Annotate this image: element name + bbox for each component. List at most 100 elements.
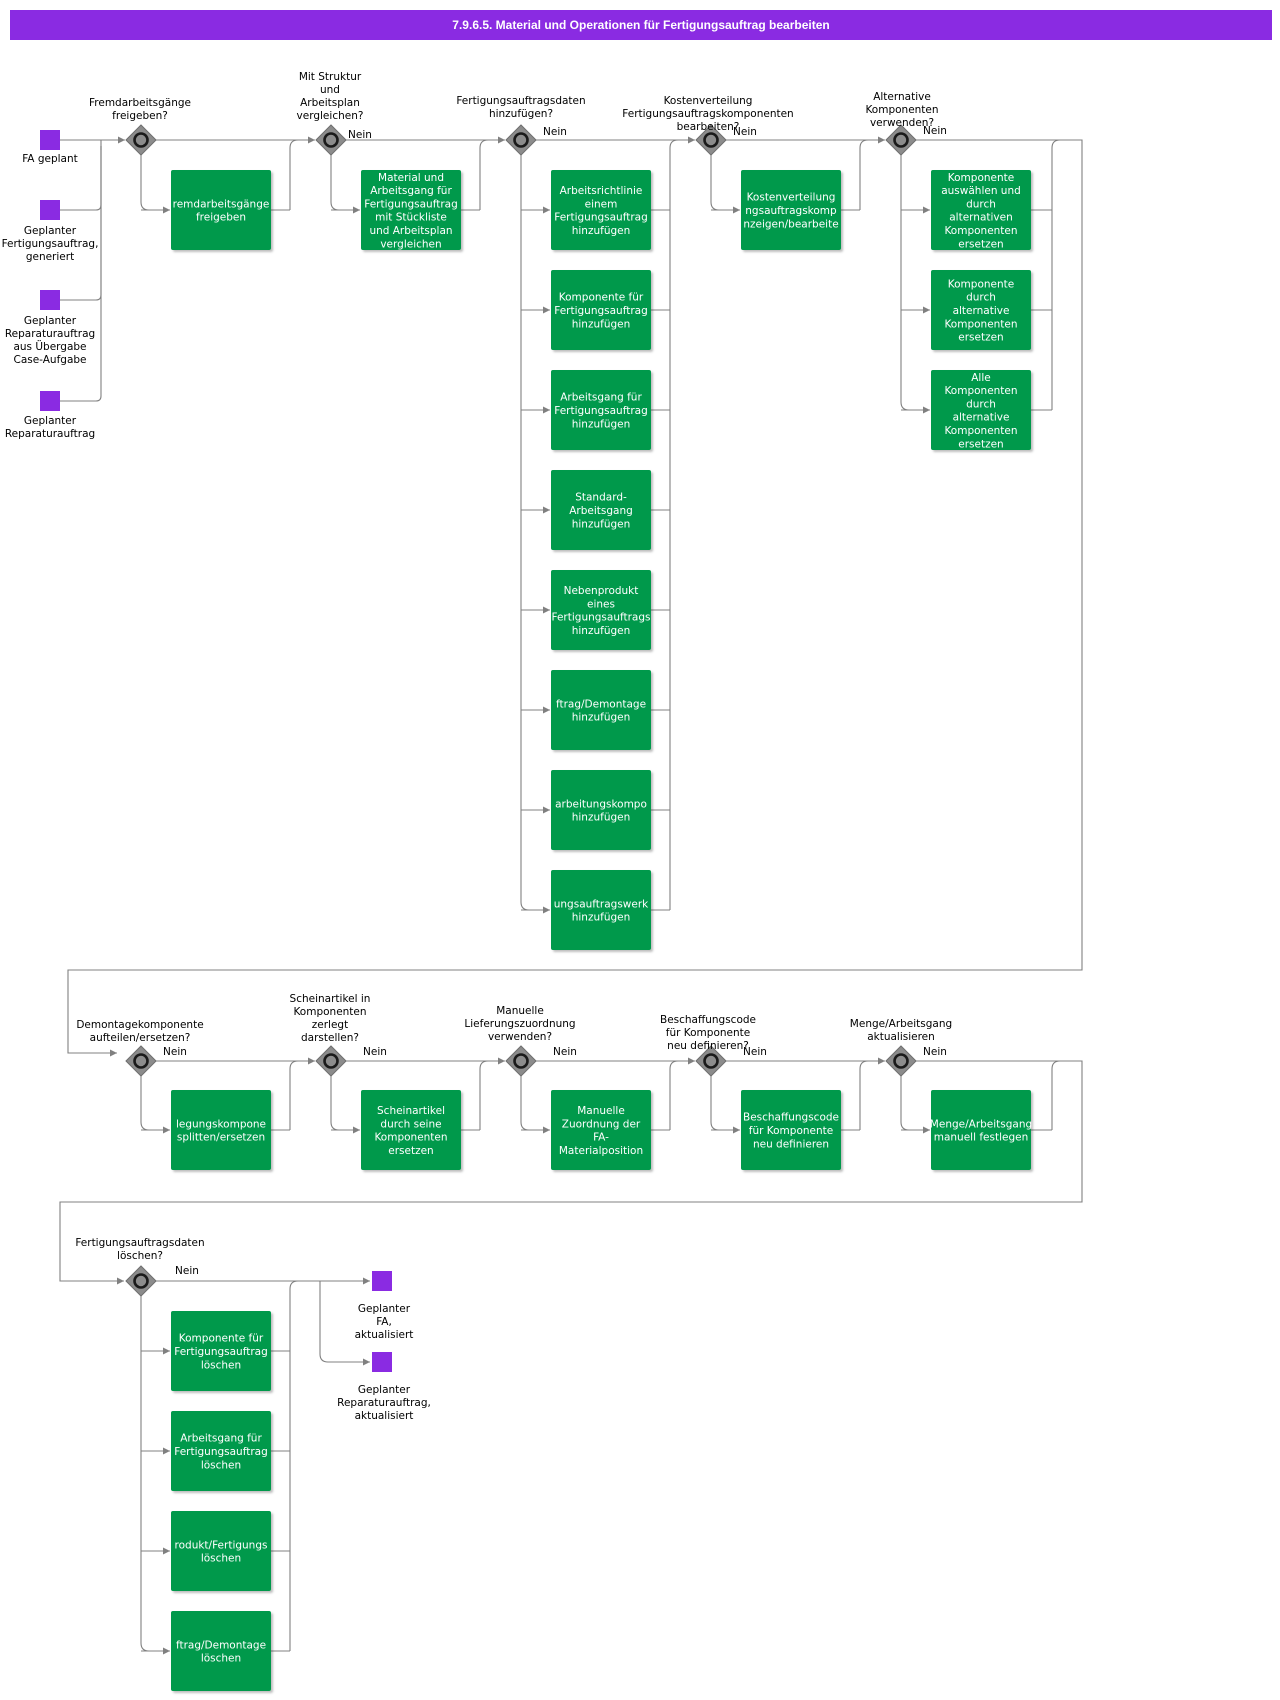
task-shape <box>171 1090 271 1170</box>
gateway-circle-icon <box>513 132 529 148</box>
branch-connector <box>900 1076 910 1131</box>
branch-connector <box>330 1076 340 1131</box>
task-shape <box>171 1311 271 1391</box>
task-box[interactable]: Arbeitsgang fürFertigungsauftraghinzufüg… <box>551 370 651 450</box>
no-branch-label: Nein <box>175 1265 199 1277</box>
task-label: alternativen <box>949 212 1013 224</box>
gateway[interactable] <box>125 1045 157 1077</box>
merge-connector <box>669 1060 679 1130</box>
gateway-question: für Komponente <box>666 1027 750 1039</box>
task-label: einem <box>585 198 618 210</box>
task-shape <box>931 370 1031 450</box>
task-box[interactable]: ArbeitsrichtlinieeinemFertigungsauftragh… <box>551 170 651 250</box>
start-event <box>40 200 60 220</box>
task-label: nzeigen/bearbeite <box>743 218 838 230</box>
task-label: Arbeitsgang <box>569 505 633 517</box>
task-label: hinzufügen <box>572 225 631 237</box>
task-label: ftrag/Demontage <box>556 698 646 710</box>
task-label: alternative <box>953 305 1010 317</box>
task-label: durch <box>966 398 996 410</box>
task-label: Alle <box>971 372 990 384</box>
gateway-circle-icon <box>323 132 339 148</box>
no-branch-label: Nein <box>163 1046 187 1058</box>
gateway-diamond <box>505 1045 537 1077</box>
task-label: Beschaffungscode <box>743 1112 839 1124</box>
gateway-question: Scheinartikel in <box>290 993 371 1005</box>
end-event-label: Geplanter <box>358 1303 411 1315</box>
no-branch-label: Nein <box>923 1046 947 1058</box>
task-label: löschen <box>201 1553 241 1565</box>
task-box[interactable]: KomponentedurchalternativeKomponenteners… <box>931 270 1031 350</box>
task-label: Material und <box>378 172 444 184</box>
start-event <box>40 290 60 310</box>
gateway[interactable] <box>505 124 537 156</box>
row-wrap-connector <box>59 1060 1083 1285</box>
gateway[interactable] <box>885 124 917 156</box>
gateway[interactable] <box>695 1045 727 1077</box>
gateway[interactable] <box>125 124 157 156</box>
start-event-label: aus Übergabe <box>13 340 86 353</box>
task-label: remdarbeitsgänge <box>173 198 270 210</box>
branch-connector <box>710 1076 720 1131</box>
gateway-question: aufteilen/ersetzen? <box>90 1032 191 1044</box>
task-label: ersetzen <box>958 438 1003 450</box>
branch-connector <box>520 1076 530 1131</box>
gateway[interactable] <box>125 1265 157 1297</box>
task-shape <box>551 670 651 750</box>
gateway[interactable] <box>315 124 347 156</box>
end-event <box>372 1271 392 1291</box>
gateway-circle-icon <box>133 1053 149 1069</box>
task-label: neu definieren <box>753 1138 829 1150</box>
task-label: mit Stückliste <box>375 212 447 224</box>
task-box[interactable]: Kostenverteilungngsauftragskompnzeigen/b… <box>741 170 841 250</box>
task-label: Komponente für <box>179 1333 264 1345</box>
start-event-label: Geplanter <box>24 415 77 427</box>
task-label: eines <box>587 598 615 610</box>
gateway[interactable] <box>885 1045 917 1077</box>
gateway-question: neu definieren? <box>667 1040 749 1052</box>
gateway[interactable] <box>315 1045 347 1077</box>
merge-connector <box>289 1280 299 1651</box>
task-label: hinzufügen <box>572 418 631 430</box>
gateway[interactable] <box>695 124 727 156</box>
task-label: Scheinartikel <box>377 1105 445 1117</box>
task-label: Fertigungsauftrag <box>174 1346 268 1358</box>
task-label: und Arbeitsplan <box>369 225 452 237</box>
branch-connector <box>140 155 150 211</box>
gateway-circle-icon <box>133 1273 149 1289</box>
gateway-circle-icon <box>133 132 149 148</box>
task-label: Nebenprodukt <box>564 585 639 597</box>
gateway-diamond <box>885 124 917 156</box>
task-label: Standard- <box>575 492 627 504</box>
task-shape <box>551 270 651 350</box>
gateway-question: Menge/Arbeitsgang <box>850 1018 952 1030</box>
task-box[interactable]: AlleKomponentendurchalternativeKomponent… <box>931 370 1031 450</box>
task-box[interactable]: NebenprodukteinesFertigungsauftragshinzu… <box>551 570 651 650</box>
gateway-question: aktualisieren <box>867 1031 935 1043</box>
task-label: Komponenten <box>944 425 1017 437</box>
task-box[interactable]: Komponente fürFertigungsauftraghinzufüge… <box>551 270 651 350</box>
task-label: Manuelle <box>577 1105 625 1117</box>
task-shape <box>171 1411 271 1491</box>
task-label: arbeitungskompo <box>555 798 647 810</box>
gateway-circle-icon <box>703 132 719 148</box>
gateway[interactable] <box>505 1045 537 1077</box>
